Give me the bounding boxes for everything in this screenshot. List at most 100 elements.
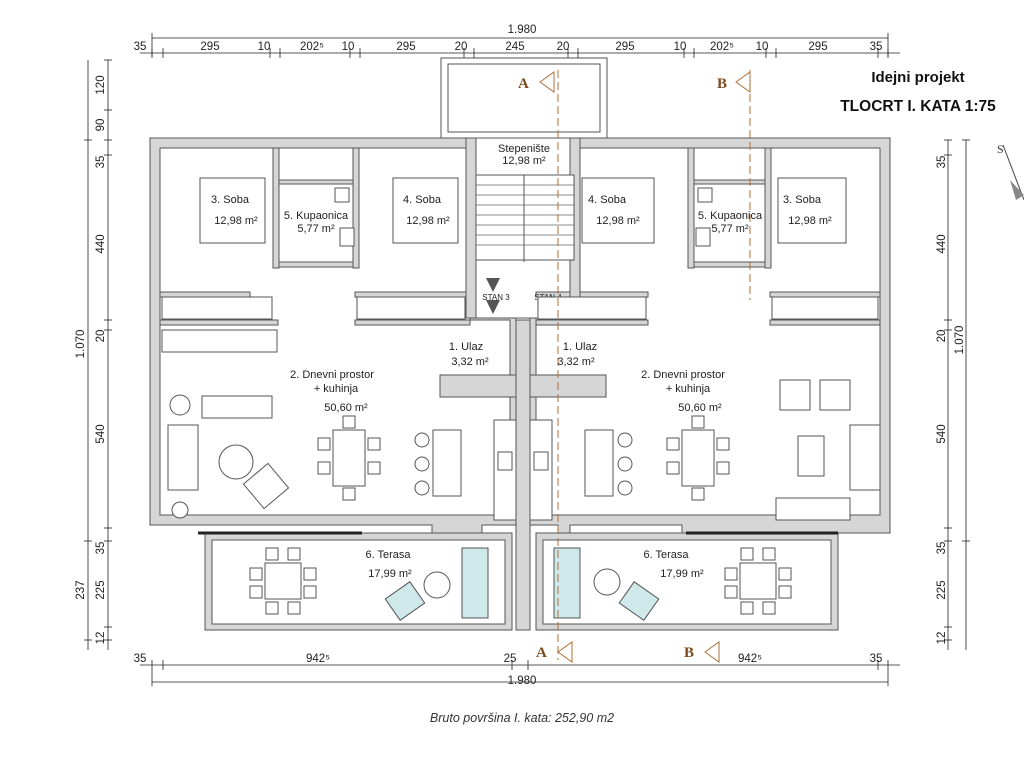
room-stair-name: Stepenište [498, 143, 550, 155]
toilet-icon [697, 187, 713, 203]
room-kup-right-name: 5. Kupaonica [698, 210, 763, 222]
armchair-icon [242, 462, 290, 510]
dim-top-10: 10 [674, 41, 687, 53]
gross-area-caption: Bruto površina I. kata: 252,90 m2 [430, 711, 614, 725]
room-stair-area: 12,98 m² [502, 155, 546, 167]
dim-bottom-0: 35 [134, 653, 147, 665]
dim-left-2: 35 [95, 156, 107, 169]
room-ulaz-left-area: 3,32 m² [451, 356, 489, 368]
room-terasa-left-name: 6. Terasa [365, 549, 411, 561]
dim-top-14: 35 [870, 41, 883, 53]
armchair-icon [819, 379, 851, 411]
sink-icon [695, 227, 711, 247]
dim-top-5: 295 [396, 41, 415, 53]
room-soba-3-right-name: 3. Soba [783, 194, 822, 206]
dim-left-8: 12 [95, 632, 107, 645]
sunbed-icon [553, 547, 581, 619]
dim-right-total: 1.070 [954, 326, 966, 355]
dim-left-7: 225 [95, 580, 107, 599]
armchair-icon [779, 379, 811, 411]
section-b-bottom: B [684, 645, 694, 661]
dim-right-4: 35 [936, 542, 948, 555]
toilet-icon [334, 187, 350, 203]
dim-bottom-4: 35 [870, 653, 883, 665]
dimension-bottom: 35 942⁵ 25 942⁵ 35 1.980 [134, 653, 900, 687]
coffee-table-icon [218, 444, 254, 480]
room-dnevni-left-area: 50,60 m² [324, 402, 368, 414]
dim-left-0: 120 [95, 75, 107, 94]
dining-table-icon [332, 429, 366, 487]
room-soba-3-left-name: 3. Soba [211, 194, 250, 206]
lamp-icon [169, 394, 191, 416]
sunbed-icon [618, 581, 660, 621]
bed-icon [777, 177, 847, 244]
sunbed-icon [461, 547, 489, 619]
room-dnevni-right-name: 2. Dnevni prostor [641, 369, 725, 381]
room-ulaz-left-name: 1. Ulaz [449, 341, 483, 353]
dim-top-7: 245 [505, 41, 524, 53]
room-terasa-left-area: 17,99 m² [368, 568, 412, 580]
dim-bottom-1: 942⁵ [306, 653, 330, 665]
project-title: Idejni projekt [871, 69, 964, 86]
dim-top-9: 295 [615, 41, 634, 53]
svg-text:S: S [997, 142, 1004, 156]
dim-bottom-3: 942⁵ [738, 653, 762, 665]
north-arrow-icon: S [997, 142, 1024, 201]
section-a-top: A [518, 76, 529, 92]
dim-left-4: 20 [95, 330, 107, 343]
stair-arrow-icon [486, 278, 500, 292]
bed-icon [199, 177, 266, 244]
dim-left-6: 35 [95, 542, 107, 555]
dimension-top-segments: 35 295 10 202⁵ 10 295 20 245 20 295 10 2… [134, 41, 900, 58]
dim-top-11: 202⁵ [710, 41, 734, 53]
dimension-left: 120 90 35 440 20 540 35 225 12 1.070 237 [75, 59, 112, 650]
section-marker-icon [704, 641, 720, 663]
section-a-bottom: A [536, 645, 547, 661]
dim-right-2: 20 [936, 330, 948, 343]
dim-top-6: 20 [455, 41, 468, 53]
section-marker-icon [557, 641, 573, 663]
dim-bottom-2: 25 [504, 653, 517, 665]
room-soba-4-left-name: 4. Soba [403, 194, 442, 206]
room-dnevni-left-name2: + kuhinja [314, 383, 359, 395]
dim-right-1: 440 [936, 234, 948, 253]
room-soba-3-left-area: 12,98 m² [214, 215, 258, 227]
terrace-table-icon [739, 562, 777, 600]
room-soba-3-right-area: 12,98 m² [788, 215, 832, 227]
section-marker-icon [539, 71, 555, 93]
sink-icon [339, 227, 355, 247]
sink-icon [497, 451, 513, 471]
room-kup-left-name: 5. Kupaonica [284, 210, 349, 222]
room-kup-right-area: 5,77 m² [711, 223, 749, 235]
room-terasa-right-area: 17,99 m² [660, 568, 704, 580]
room-soba-4-left-area: 12,98 m² [406, 215, 450, 227]
sink-icon [533, 451, 549, 471]
dim-top-1: 295 [200, 41, 219, 53]
dim-left-5: 540 [95, 424, 107, 443]
dim-left-terrace-total: 237 [75, 580, 87, 599]
dimension-top-overall: 1.980 [151, 24, 889, 56]
overall-width-top: 1.980 [508, 24, 537, 36]
dim-right-3: 540 [936, 424, 948, 443]
terraces [198, 531, 839, 631]
room-labels: Stepenište 12,98 m² 3. Soba 12,98 m² 5. … [211, 143, 832, 580]
lamp-icon [171, 501, 189, 519]
dim-top-2: 10 [258, 41, 271, 53]
dim-right-5: 225 [936, 580, 948, 599]
dim-top-4: 10 [342, 41, 355, 53]
room-dnevni-right-name2: + kuhinja [666, 383, 711, 395]
dim-top-8: 20 [557, 41, 570, 53]
section-b-top: B [717, 76, 727, 92]
overall-width-bottom: 1.980 [508, 675, 537, 687]
sunbed-icon [384, 581, 426, 621]
dim-right-6: 12 [936, 632, 948, 645]
dim-top-13: 295 [808, 41, 827, 53]
section-lines: A B A B [518, 70, 751, 663]
dim-left-1: 90 [95, 119, 107, 132]
furniture [161, 177, 881, 621]
dimension-right: 35 440 20 540 35 225 12 1.070 [936, 139, 970, 650]
stan-3-label: STAN 3 [482, 293, 510, 302]
bed-icon [392, 177, 459, 244]
room-soba-4-right-area: 12,98 m² [596, 215, 640, 227]
